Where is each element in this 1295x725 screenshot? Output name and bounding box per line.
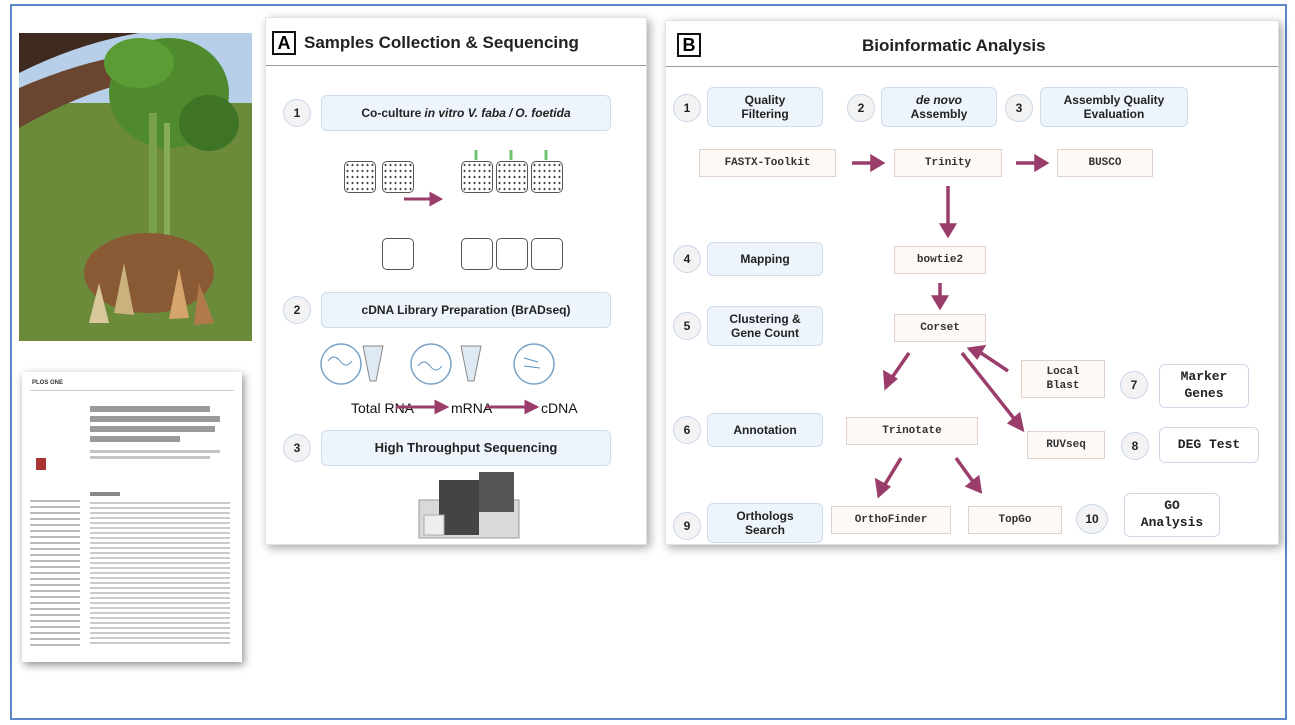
petri-dish — [496, 161, 528, 193]
b-step8-label: DEG Test — [1159, 427, 1259, 463]
tool-local-blast: Local Blast — [1021, 360, 1105, 398]
b-step10-label: GO Analysis — [1124, 493, 1220, 537]
panel-a-letter: A — [272, 31, 296, 55]
tool-trinotate: Trinotate — [846, 417, 978, 445]
petri-dish — [382, 238, 414, 270]
petri-dish — [496, 238, 528, 270]
sequencer-icon — [418, 472, 520, 539]
b-step6-label: Annotation — [707, 413, 823, 447]
b-step4-number: 4 — [673, 245, 701, 273]
b-step7-label: Marker Genes — [1159, 364, 1249, 408]
panel-b-letter: B — [677, 33, 701, 57]
rna-flow-cdna: cDNA — [541, 400, 578, 416]
b-step8-number: 8 — [1121, 432, 1149, 460]
tool-bowtie2: bowtie2 — [894, 246, 986, 274]
panel-a-step2-label: cDNA Library Preparation (BrADseq) — [321, 292, 611, 328]
b-step3-label: Assembly Quality Evaluation — [1040, 87, 1188, 127]
tool-corset: Corset — [894, 314, 986, 342]
tool-trinity: Trinity — [894, 149, 1002, 177]
b-step7-number: 7 — [1120, 371, 1148, 399]
panel-a-arrows — [396, 150, 548, 415]
panel-a-step3-label: High Throughput Sequencing — [321, 430, 611, 466]
paper-journal-logo: PLOS ONE — [32, 380, 64, 386]
petri-dish — [344, 161, 376, 193]
panel-a-step1-number: 1 — [283, 99, 311, 127]
field-photo — [19, 33, 252, 341]
panel-a-step3-number: 3 — [283, 434, 311, 462]
petri-dish — [461, 238, 493, 270]
b-step5-label: Clustering & Gene Count — [707, 306, 823, 346]
tool-busco: BUSCO — [1057, 149, 1153, 177]
tool-ruvseq: RUVseq — [1027, 431, 1105, 459]
panel-a: A Samples Collection & Sequencing 1 Co-c… — [265, 17, 647, 545]
panel-a-step2-number: 2 — [283, 296, 311, 324]
b-step3-number: 3 — [1005, 94, 1033, 122]
b-step2-number: 2 — [847, 94, 875, 122]
b-step5-number: 5 — [673, 312, 701, 340]
b-step1-label: Quality Filtering — [707, 87, 823, 127]
b-step6-number: 6 — [673, 416, 701, 444]
rna-flow-total: Total RNA — [351, 400, 415, 416]
b-step4-label: Mapping — [707, 242, 823, 276]
b-step9-number: 9 — [673, 512, 701, 540]
tool-topgo: TopGo — [968, 506, 1062, 534]
petri-dish — [531, 161, 563, 193]
panel-a-step1-label: Co-culture in vitro V. faba / O. foetida — [321, 95, 611, 131]
petri-dish — [382, 161, 414, 193]
b-step1-number: 1 — [673, 94, 701, 122]
plant-illustration — [19, 33, 252, 341]
tool-orthofinder: OrthoFinder — [831, 506, 951, 534]
paper-thumbnail: PLOS ONE — [22, 372, 242, 662]
panel-b-title: Bioinformatic Analysis — [862, 36, 1046, 55]
library-prep-illustration — [320, 343, 555, 385]
rna-flow-mrna: mRNA — [451, 400, 493, 416]
panel-b: B Bioinformatic Analysis 1 Quality Filte… — [665, 20, 1279, 545]
petri-dish — [461, 161, 493, 193]
panel-b-arrows — [852, 153, 1050, 499]
panel-a-title: Samples Collection & Sequencing — [304, 33, 579, 52]
b-step9-label: Orthologs Search — [707, 503, 823, 543]
tool-fastx-toolkit: FASTX-Toolkit — [699, 149, 836, 177]
b-step10-number: 10 — [1076, 504, 1108, 534]
petri-dish — [531, 238, 563, 270]
